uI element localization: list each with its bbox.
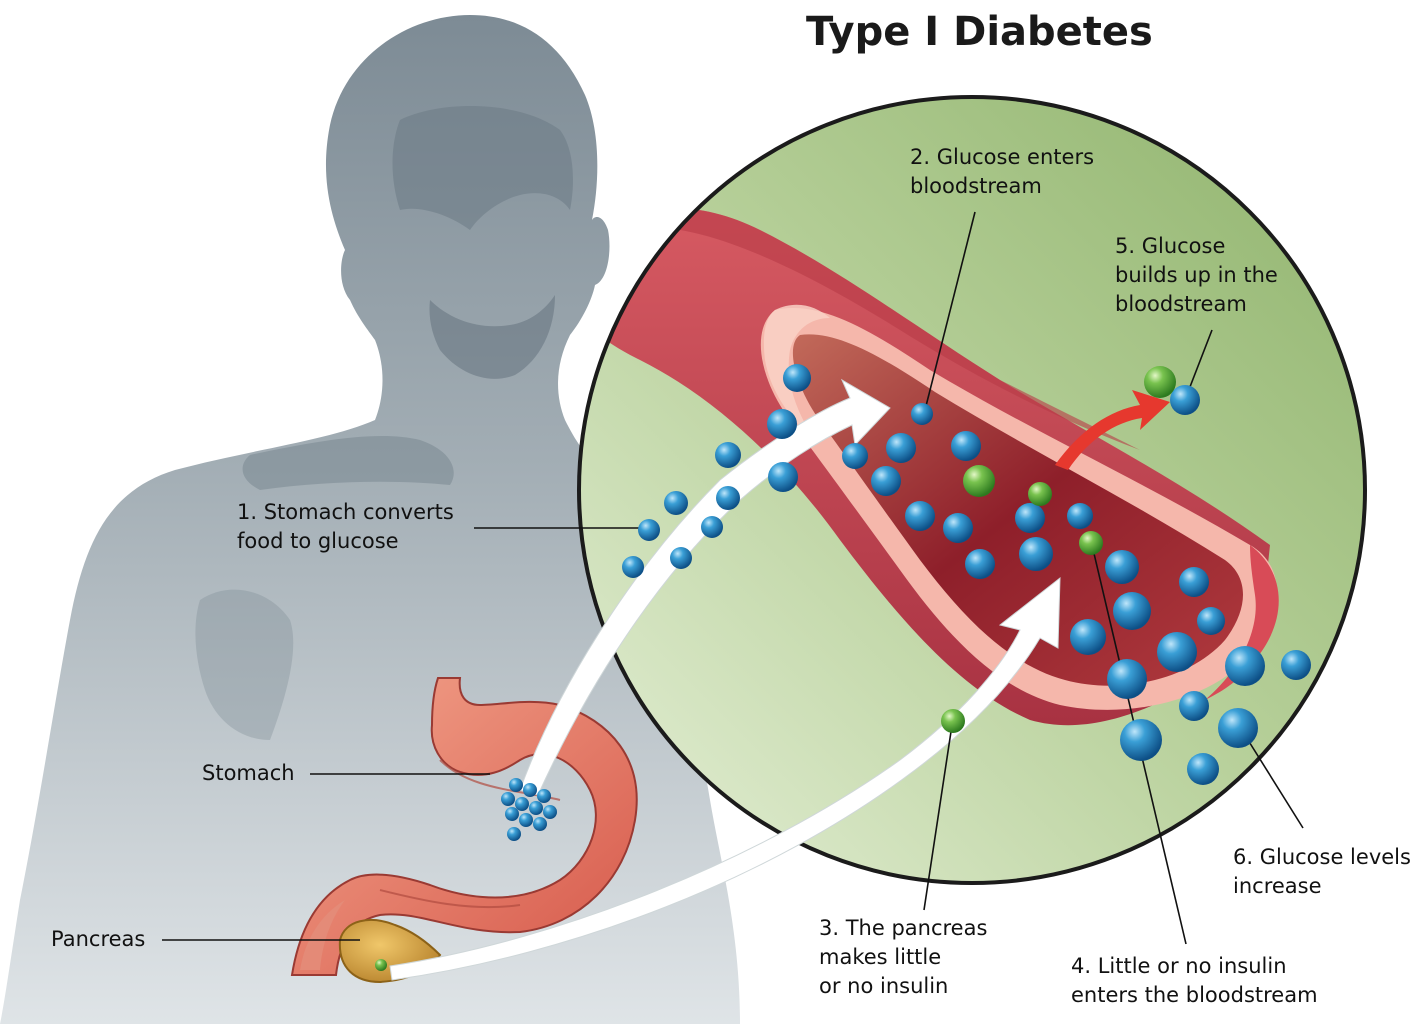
- label-step-5: 5. Glucose builds up in the bloodstream: [1115, 232, 1278, 319]
- label-step-2-line-2: bloodstream: [910, 174, 1042, 198]
- label-step-1-line-1: 1. Stomach converts: [237, 500, 454, 524]
- label-step-6-line-1: 6. Glucose levels: [1233, 845, 1411, 869]
- label-step-3-line-3: or no insulin: [819, 974, 949, 998]
- label-step-5-line-2: builds up in the: [1115, 263, 1278, 287]
- flow-arrows: [389, 378, 1170, 981]
- label-step-1: 1. Stomach converts food to glucose: [237, 498, 454, 556]
- label-step-2: 2. Glucose enters bloodstream: [910, 143, 1094, 201]
- diagram-title: Type I Diabetes: [806, 9, 1153, 55]
- label-step-5-line-1: 5. Glucose: [1115, 234, 1226, 258]
- label-step-5-line-3: bloodstream: [1115, 292, 1247, 316]
- label-step-4: 4. Little or no insulin enters the blood…: [1071, 952, 1318, 1010]
- label-step-6: 6. Glucose levels increase: [1233, 843, 1411, 901]
- insulin-particles: [375, 366, 1176, 971]
- label-step-3-line-2: makes little: [819, 945, 942, 969]
- label-pancreas: Pancreas: [51, 927, 146, 951]
- human-silhouette: [0, 15, 740, 1024]
- label-step-1-line-2: food to glucose: [237, 529, 399, 553]
- label-step-2-line-1: 2. Glucose enters: [910, 145, 1095, 169]
- label-step-6-line-2: increase: [1233, 874, 1322, 898]
- glucose-particles: [501, 364, 1311, 841]
- label-stomach: Stomach: [202, 761, 295, 785]
- label-step-4-line-2: enters the bloodstream: [1071, 983, 1318, 1007]
- label-step-4-line-1: 4. Little or no insulin: [1071, 954, 1287, 978]
- label-step-3: 3. The pancreas makes little or no insul…: [819, 914, 987, 1001]
- label-step-3-line-1: 3. The pancreas: [819, 916, 988, 940]
